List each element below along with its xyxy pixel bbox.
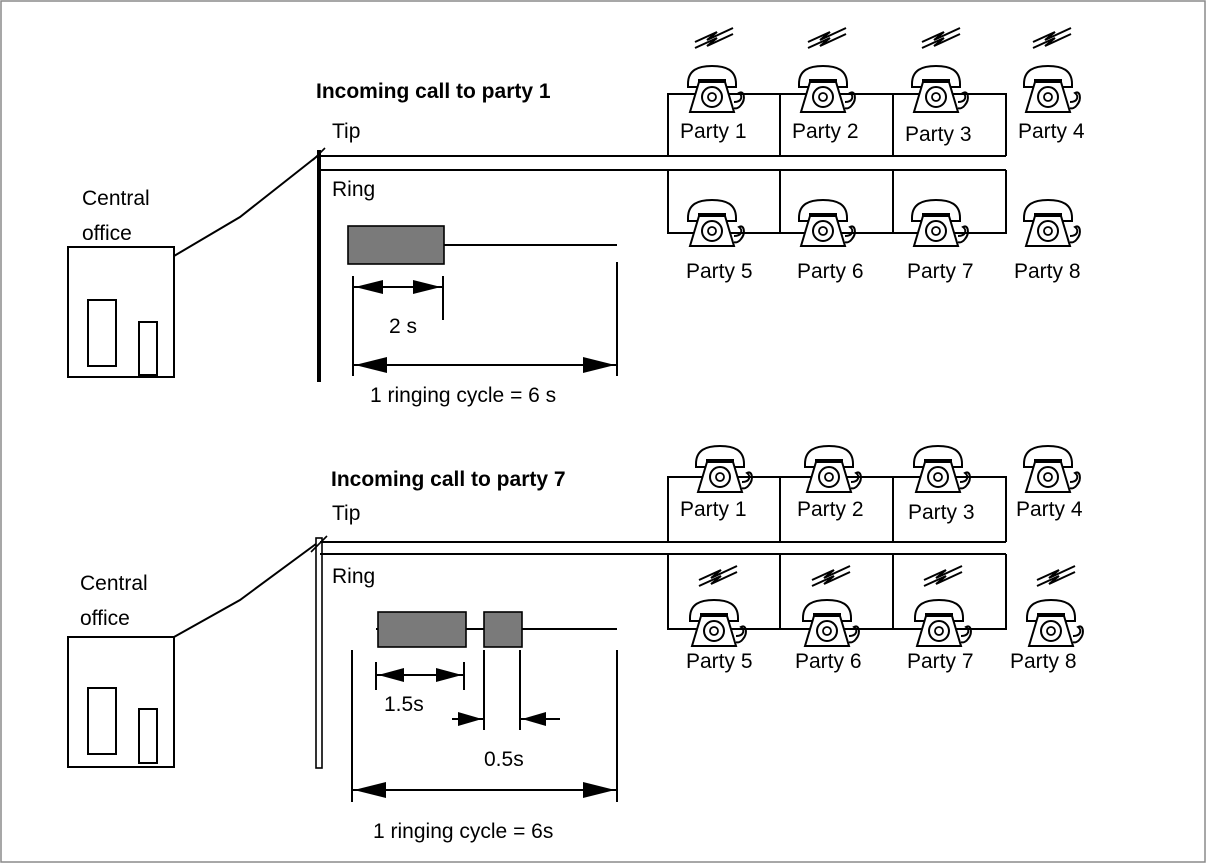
party-label: Party 4 (1016, 498, 1083, 521)
party-label: Party 6 (797, 260, 864, 283)
central-office-label-2: office (82, 222, 132, 245)
phone-icon (911, 199, 969, 247)
phone-icon (913, 445, 971, 493)
party-label: Party 1 (680, 498, 747, 521)
party-label: Party 8 (1014, 260, 1081, 283)
ringing-icon (1036, 565, 1076, 587)
phone-icon (1023, 65, 1081, 113)
phone-icon (1023, 445, 1081, 493)
panel-party-7: Central office Incoming call to party 7 … (67, 445, 1084, 843)
phone-icon (695, 445, 753, 493)
ringing-icon (921, 27, 961, 49)
party-label: Party 4 (1018, 120, 1085, 143)
phone-icon (798, 65, 856, 113)
phone-icon (1026, 599, 1084, 647)
ring-label: Ring (332, 178, 375, 201)
party-label: Party 2 (797, 498, 864, 521)
ringing-cycle-label: 1 ringing cycle = 6 s (370, 384, 556, 407)
tip-label: Tip (332, 120, 360, 143)
ringing-icon (811, 565, 851, 587)
ring-pulse (377, 611, 467, 648)
panel-title: Incoming call to party 1 (316, 80, 551, 103)
party-label: Party 3 (905, 123, 972, 146)
ringing-waveform (351, 611, 618, 802)
party-label: Party 1 (680, 120, 747, 143)
party-label: Party 5 (686, 650, 753, 673)
phone-icon (798, 199, 856, 247)
party-label: Party 6 (795, 650, 862, 673)
party-label: Party 5 (686, 260, 753, 283)
phone-icon (802, 599, 860, 647)
ring-pulse (347, 225, 445, 265)
phone-icon (687, 65, 745, 113)
junction-bar (315, 537, 323, 769)
central-office-label-1: Central (80, 572, 148, 595)
central-office-building (67, 540, 321, 768)
ringing-icon (694, 27, 734, 49)
pulse-duration-label: 1.5s (384, 693, 424, 716)
phone-icon (687, 199, 745, 247)
pulse-duration-label: 2 s (389, 315, 417, 338)
tip-label: Tip (332, 502, 360, 525)
ringing-icon (807, 27, 847, 49)
party-label: Party 3 (908, 501, 975, 524)
central-office-label-1: Central (82, 187, 150, 210)
party-label: Party 7 (907, 260, 974, 283)
central-office-label-2: office (80, 607, 130, 630)
phone-icon (911, 65, 969, 113)
phone-icon (804, 445, 862, 493)
panel-party-1: Central office Incoming call to party 1 … (67, 27, 1085, 407)
ring-label: Ring (332, 565, 375, 588)
ringing-icon (923, 565, 963, 587)
party-label: Party 8 (1010, 650, 1077, 673)
gap-duration-label: 0.5s (484, 748, 524, 771)
ringing-icon (698, 565, 738, 587)
party-label: Party 7 (907, 650, 974, 673)
phone-icon (1023, 199, 1081, 247)
party-label: Party 2 (792, 120, 859, 143)
panel-title: Incoming call to party 7 (331, 468, 566, 491)
phone-icon (914, 599, 972, 647)
phone-icon (689, 599, 747, 647)
ringing-cycle-label: 1 ringing cycle = 6s (373, 820, 553, 843)
ringing-icon (1032, 27, 1072, 49)
ring-pulse (483, 611, 523, 648)
ringing-waveform (347, 225, 618, 376)
central-office-building (67, 153, 321, 378)
